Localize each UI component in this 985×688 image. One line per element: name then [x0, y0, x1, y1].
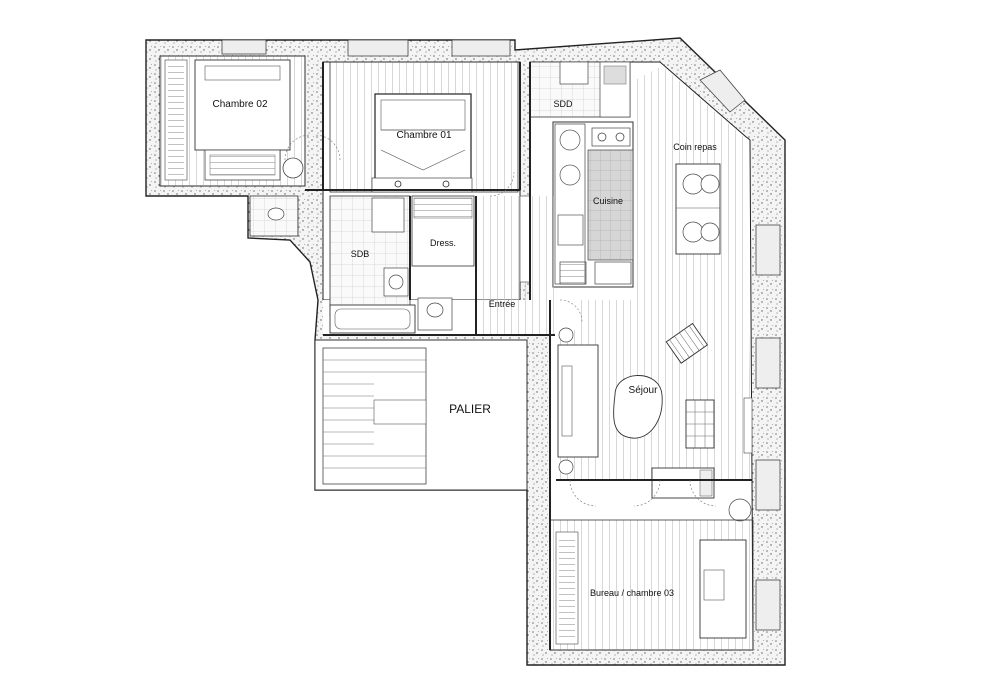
room-bureau: Bureau / chambre 03: [549, 519, 754, 651]
room-chambre-01: Chambre 01: [329, 61, 519, 193]
palier-stair: PALIER: [314, 339, 528, 491]
room-dressing: Dress.: [411, 195, 475, 331]
room-sejour: Séjour: [557, 322, 753, 522]
room-sdd: SDD: [529, 61, 631, 118]
room-sdb: SDB: [249, 195, 416, 334]
windows-right: [699, 69, 781, 631]
windows-top: [221, 39, 511, 57]
room-label-entree: Entrée: [489, 299, 516, 309]
partition-walls: [305, 62, 752, 650]
door-swings: [284, 134, 717, 507]
room-label-dressing: Dress.: [430, 238, 456, 248]
room-entree: Entrée: [476, 195, 554, 357]
room-label-sdb: SDB: [351, 249, 370, 259]
room-label-cuisine: Cuisine: [593, 196, 623, 206]
room-chambre-02: Chambre 02: [159, 55, 306, 187]
room-label-bureau: Bureau / chambre 03: [590, 588, 674, 598]
room-coin-repas: Coin repas: [673, 142, 721, 255]
room-cuisine: Cuisine: [552, 121, 634, 288]
room-label-chambre-02: Chambre 02: [212, 99, 267, 110]
room-label-chambre-01: Chambre 01: [396, 130, 451, 141]
room-label-sejour: Séjour: [629, 385, 659, 396]
room-label-palier: PALIER: [449, 402, 491, 416]
room-label-sdd: SDD: [553, 99, 573, 109]
room-label-coin-repas: Coin repas: [673, 142, 717, 152]
